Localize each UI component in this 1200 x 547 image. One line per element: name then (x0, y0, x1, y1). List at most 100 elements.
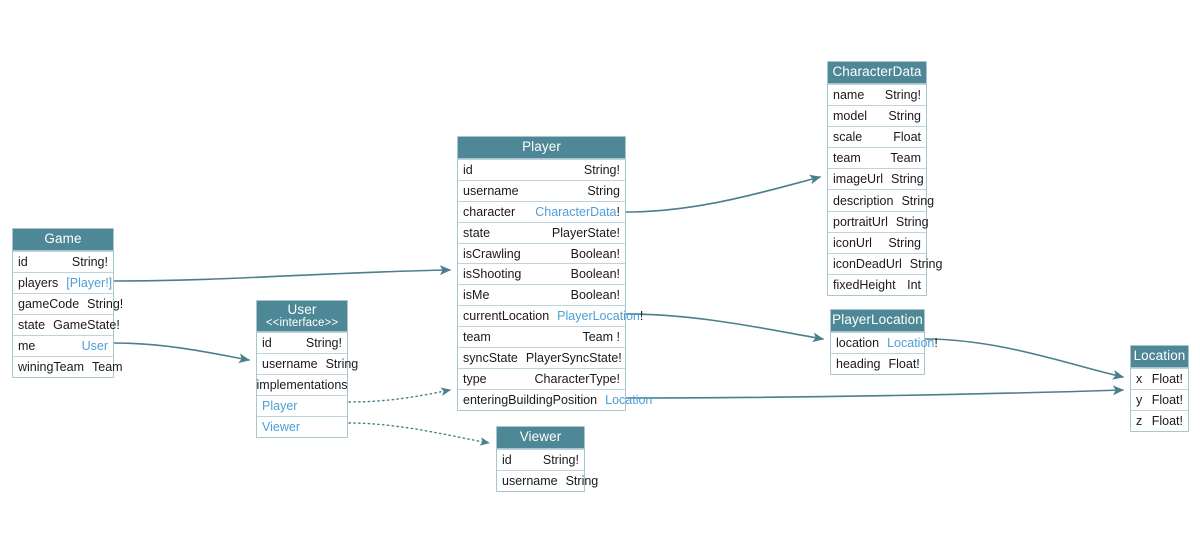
field-row: character CharacterData! (458, 200, 625, 222)
edge-user-impl-player (348, 387, 451, 403)
type-scalar: String (895, 214, 929, 229)
edge-player-character-to-cd (625, 174, 822, 213)
implementation-link[interactable]: Viewer (257, 416, 347, 437)
field-row: description String (828, 189, 934, 211)
field-name: state (18, 318, 46, 332)
field-name: iconDeadUrl (833, 256, 902, 271)
type-scalar: String (891, 172, 924, 187)
field-type: Float! (1152, 414, 1183, 428)
entity-title: User (287, 302, 317, 318)
field-type: Location (605, 393, 652, 407)
field-type: Team (92, 360, 123, 374)
type-scalar: String (325, 357, 359, 371)
type-scalar: Boolean! (570, 288, 620, 303)
field-name: me (18, 339, 36, 353)
type-scalar: Team ! (582, 330, 620, 345)
type-scalar: String (888, 235, 921, 250)
type-reference: Location (605, 392, 653, 407)
field-name: username (463, 183, 519, 198)
field-type: String (891, 172, 924, 186)
entity-title: Viewer (519, 429, 562, 445)
implementation-link[interactable]: Player (257, 395, 347, 416)
field-type: Team ! (582, 330, 620, 344)
field-name: character (463, 204, 516, 219)
field-name: Viewer (262, 420, 300, 434)
field-name: team (463, 330, 491, 345)
entity-title: PlayerLocation (832, 312, 923, 328)
type-scalar: String! (583, 162, 620, 177)
field-name: isCrawling (463, 246, 521, 261)
field-name: implementations (256, 378, 348, 392)
type-scalar: String (901, 193, 935, 208)
field-name: syncState (463, 350, 518, 365)
field-type: String (587, 184, 620, 198)
field-name: enteringBuildingPosition (463, 392, 598, 407)
type-scalar: String (909, 256, 943, 271)
field-name: username (262, 357, 318, 371)
non-null-marker: ! (639, 309, 644, 324)
field-row: winingTeam Team (13, 356, 123, 377)
field-name: Player (262, 399, 298, 413)
field-type: String (896, 215, 929, 229)
field-type: Team (890, 151, 921, 165)
field-name: description (833, 193, 894, 208)
field-type: CharacterType! (535, 372, 620, 386)
field-type: Boolean! (571, 288, 620, 302)
field-type: Float! (1152, 372, 1183, 386)
edge-player-ebp-to-location (625, 385, 1125, 399)
type-reference: [Player!] (66, 276, 113, 290)
field-name: fixedHeight (833, 277, 896, 292)
field-name: imageUrl (833, 172, 884, 187)
non-null-marker: ! (616, 204, 620, 219)
field-name: isMe (463, 288, 490, 303)
field-name: winingTeam (18, 360, 85, 374)
type-scalar: String (587, 183, 620, 198)
type-reference: PlayerLocation (557, 309, 640, 324)
field-type: User (82, 339, 108, 353)
entity-title: Game (44, 231, 82, 247)
field-name: gameCode (18, 297, 80, 311)
field-type: CharacterData! (535, 205, 620, 219)
field-name: id (463, 162, 473, 177)
edge-pl-location-to-location (924, 338, 1125, 380)
type-scalar: String (565, 474, 599, 488)
field-row: enteringBuildingPosition Location (458, 388, 652, 410)
field-name: id (502, 453, 512, 467)
field-row: id String! (458, 159, 625, 180)
field-name: scale (833, 130, 863, 145)
entity-header-characterdata: CharacterData (828, 62, 926, 84)
field-type: Float (893, 130, 921, 144)
type-scalar: Float! (888, 357, 920, 371)
edge-user-impl-viewer (348, 422, 490, 446)
field-name: players (18, 276, 59, 290)
field-type: String! (584, 163, 620, 177)
entity-header-location: Location (1131, 346, 1188, 368)
field-row: scale Float (828, 126, 926, 148)
type-scalar: CharacterType! (534, 371, 620, 386)
field-name: location (836, 336, 880, 350)
field-row: implementations (256, 374, 348, 395)
